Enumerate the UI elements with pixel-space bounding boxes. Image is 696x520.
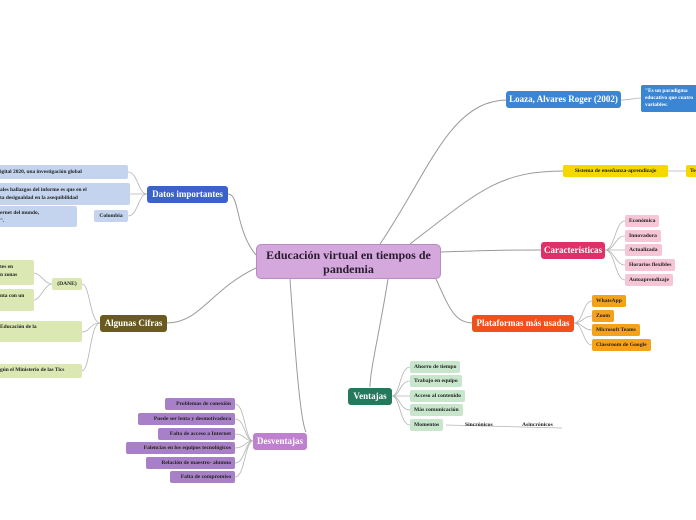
loaza-quote[interactable]: "Es un paradigma educativo que cuatro va…: [641, 85, 696, 112]
plataforma-item[interactable]: Classroom de Google: [592, 339, 651, 351]
desventaja-item[interactable]: Puede ser lenta y desmotivadora: [138, 413, 235, 425]
cifra-dane[interactable]: (DANE): [52, 278, 82, 290]
central-topic[interactable]: Educación virtual en tiempos de pandemia: [256, 244, 441, 279]
dato-colombia[interactable]: Colombia: [94, 210, 128, 222]
branch-connectors: [166, 99, 565, 433]
desventaja-item[interactable]: Problemas de conexión: [165, 398, 235, 410]
ventaja-item[interactable]: Trabajo en equipo: [410, 375, 462, 387]
ventaja-item[interactable]: Ahorro de tiempo: [410, 361, 461, 373]
topic-loaza[interactable]: Loaza, Alvares Roger (2002): [506, 91, 621, 108]
plataforma-item[interactable]: WhatsApp: [592, 295, 626, 307]
link-caracteristicas: [440, 249, 542, 253]
link-desventajas: [289, 278, 307, 433]
momento-asincronicos[interactable]: Asincrónicos: [522, 422, 553, 428]
desventaja-item[interactable]: Relación de maestro- alumno: [146, 457, 235, 469]
link-ventajas: [369, 278, 389, 388]
link-cifras: [166, 267, 257, 324]
caracteristica-item[interactable]: Económica: [625, 215, 660, 227]
topic-caracteristicas[interactable]: Características: [541, 242, 605, 259]
desventaja-item[interactable]: Falta de compromiso: [170, 471, 235, 483]
link-datos: [227, 193, 257, 256]
link-loaza: [379, 99, 509, 245]
caracteristica-item[interactable]: Horarios flexibles: [625, 259, 676, 271]
caracteristica-item[interactable]: Autoaprendizaje: [625, 274, 673, 286]
dato-item[interactable]: ernet del mundo, ".: [0, 206, 77, 227]
link-plataformas: [435, 278, 475, 324]
caracteristica-item[interactable]: Innovadora: [625, 230, 661, 242]
desventaja-item[interactable]: Falencias en los equipos tecnológicos: [126, 442, 235, 454]
topic-desventajas[interactable]: Desventajas: [253, 433, 307, 450]
plataforma-item[interactable]: Microsoft Teams: [592, 324, 640, 336]
caracteristica-item[interactable]: Actualizada: [625, 244, 662, 256]
ventaja-item[interactable]: Más comunicación: [410, 404, 463, 416]
cifra-item[interactable]: nta con un: [0, 289, 34, 311]
topic-datos[interactable]: Datos importantes: [147, 186, 228, 203]
desventaja-item[interactable]: Falta de acceso a Internet: [158, 428, 235, 440]
cifra-item[interactable]: tes en n zonas: [0, 260, 34, 285]
ventaja-item[interactable]: Acceso al contenido: [410, 390, 465, 402]
dato-item[interactable]: ales hallazgos del informe es que en el …: [0, 183, 130, 205]
topic-ventajas[interactable]: Ventajas: [348, 388, 392, 405]
plataforma-item[interactable]: Zoom: [592, 310, 614, 322]
momento-sincronicos[interactable]: Sincrónicos: [465, 422, 493, 428]
topic-sistema[interactable]: Sistema de enseñanza-aprendizaje: [563, 165, 668, 177]
link-sistema: [409, 170, 565, 245]
cifra-item[interactable]: Educación de la: [0, 321, 82, 342]
ventaja-item-momentos[interactable]: Momentos: [410, 419, 444, 431]
cifra-item[interactable]: gún el Ministerio de las Tics: [0, 364, 82, 378]
topic-plataformas[interactable]: Plataformas más usadas: [472, 315, 574, 332]
leaf-connectors: [33, 97, 686, 478]
dato-item[interactable]: igital 2020, una investigación global: [0, 165, 128, 179]
topic-cifras[interactable]: Algunas Cifras: [100, 315, 167, 332]
sistema-child[interactable]: Tec: [686, 165, 696, 177]
